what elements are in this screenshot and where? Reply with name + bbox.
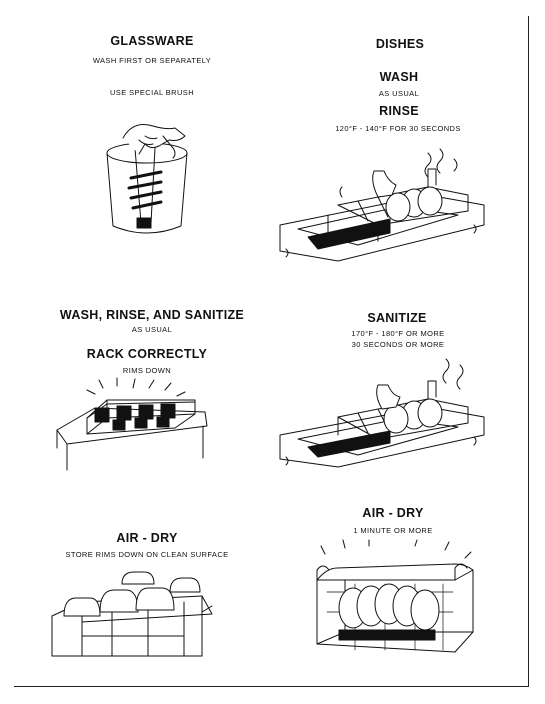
dishes-air-dry-sub: 1 MINUTE OR MORE <box>353 526 433 535</box>
glassware-air-dry-title: AIR - DRY <box>116 531 178 545</box>
glassware-title: GLASSWARE <box>110 34 194 48</box>
wash-rinse-sanitize-sub: AS USUAL <box>131 325 173 334</box>
glassware-air-dry-sub: STORE RIMS DOWN ON CLEAN SURFACE <box>65 550 229 559</box>
dishes-air-dry-title: AIR - DRY <box>362 506 424 520</box>
dishes-title: DISHES <box>375 37 425 51</box>
sanitize-temp: 170°F - 180°F OR MORE <box>351 329 445 338</box>
dish-rack-sanitize-illustration <box>279 358 485 468</box>
dish-rack-in-sink-illustration <box>279 148 485 262</box>
rack-correctly-sub: RIMS DOWN <box>122 366 172 375</box>
dish-basket-illustration <box>316 539 474 653</box>
glass-rack-illustration <box>56 377 208 471</box>
rinse-sub: 120°F - 140°F FOR 30 SECONDS <box>335 124 461 133</box>
rack-correctly-title: RACK CORRECTLY <box>86 347 208 361</box>
glasses-on-rack-illustration <box>51 571 213 657</box>
page-border <box>14 16 529 687</box>
wash-sub: AS USUAL <box>378 89 420 98</box>
sanitize-time: 30 SECONDS OR MORE <box>351 340 445 349</box>
glassware-brush-note: USE SPECIAL BRUSH <box>109 88 195 97</box>
rinse-title: RINSE <box>379 104 419 118</box>
glass-brush-illustration <box>106 124 188 234</box>
glassware-wash-note: WASH FIRST OR SEPARATELY <box>92 56 212 65</box>
wash-title: WASH <box>379 70 419 84</box>
sanitize-title: SANITIZE <box>367 311 427 325</box>
wash-rinse-sanitize-title: WASH, RINSE, AND SANITIZE <box>59 308 245 322</box>
